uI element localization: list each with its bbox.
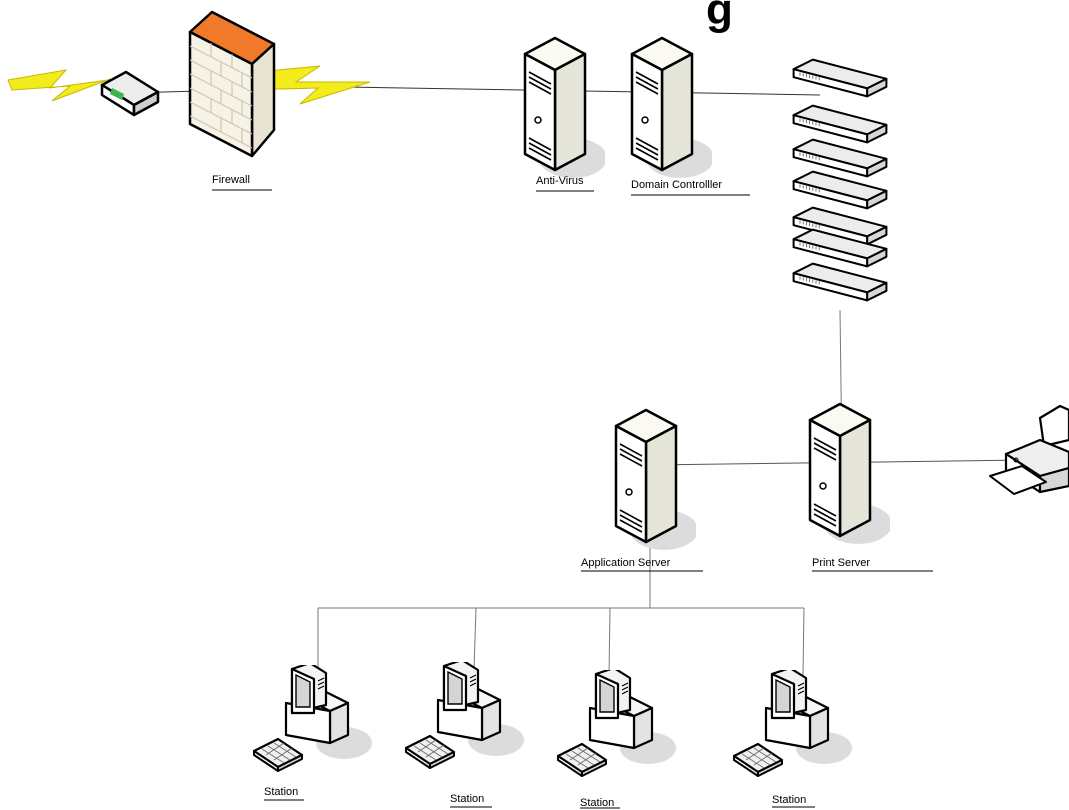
station-label-3: Station: [580, 797, 614, 809]
station-drop-line-2: [473, 607, 477, 671]
station-label-1: Station: [264, 786, 298, 798]
workstation-icon: [732, 670, 854, 778]
anti-virus-server-icon: [523, 36, 605, 180]
domain-controller-label: Domain Controlller: [631, 179, 722, 191]
lightning-left-icon: [7, 69, 111, 102]
router-icon: [100, 70, 160, 117]
switch-stack: [792, 58, 888, 302]
workstation-icon: [404, 662, 526, 770]
network-switch-icon: [792, 170, 888, 210]
network-switch-icon: [792, 262, 888, 302]
station-drop-line-3: [608, 607, 611, 676]
workstation-icon: [556, 670, 678, 778]
network-switch-icon: [792, 104, 888, 144]
title-fragment: g: [706, 0, 733, 34]
application-server-label: Application Server: [581, 557, 671, 569]
print-server-icon: [808, 402, 890, 546]
network-switch-icon: [792, 58, 888, 98]
workstation-icon: [252, 665, 374, 773]
station-label-2: Station: [450, 793, 484, 805]
printer-icon: [989, 404, 1069, 495]
application-server-icon: [614, 408, 696, 552]
network-switch-icon: [792, 138, 888, 178]
station-drop-line-4: [802, 607, 805, 676]
station-label-4: Station: [772, 794, 806, 806]
firewall-label: Firewall: [212, 174, 250, 186]
anti-virus-label: Anti-Virus: [536, 175, 584, 187]
domain-controller-server-icon: [630, 36, 712, 180]
brick-wall-icon: [188, 10, 276, 158]
print-server-label: Print Server: [812, 557, 870, 569]
